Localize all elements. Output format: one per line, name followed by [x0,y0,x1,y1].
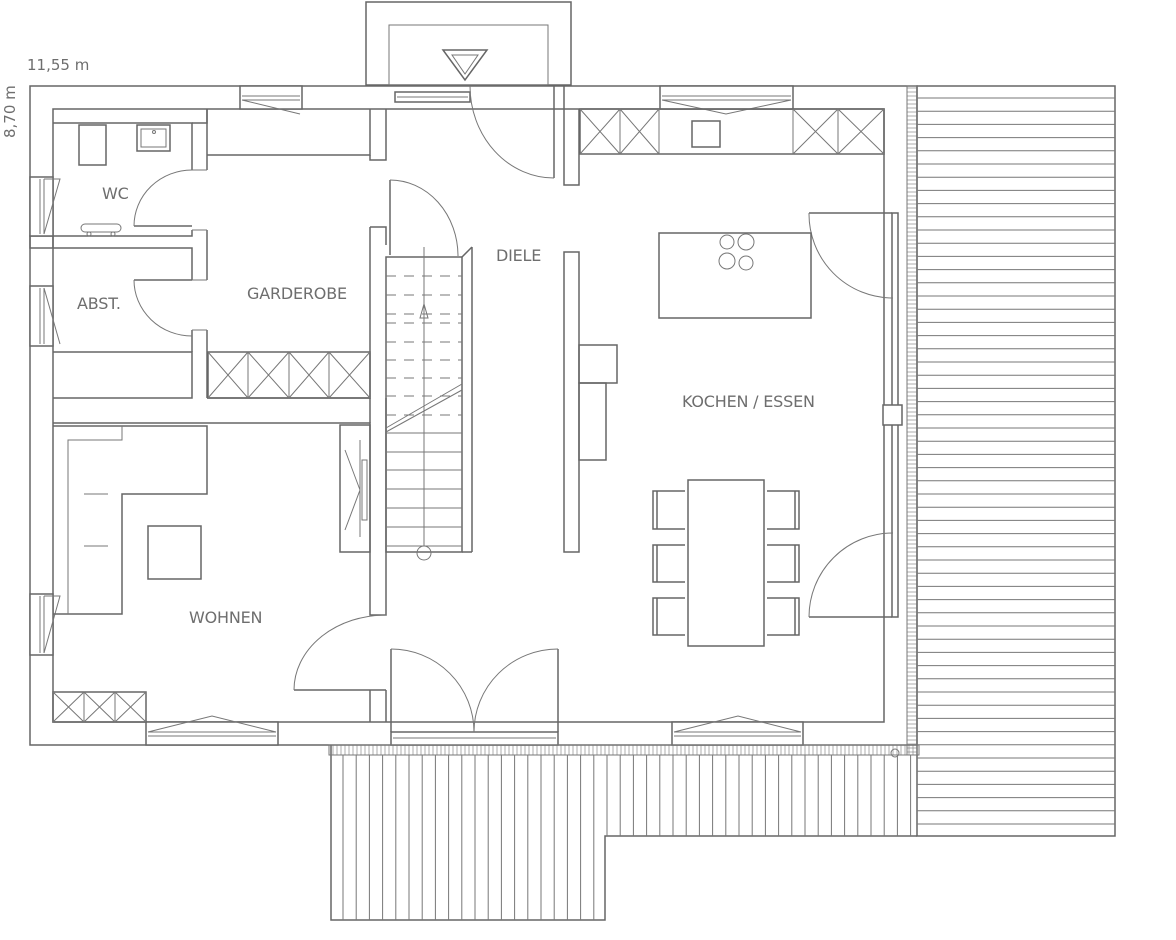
width-dimension-label: 11,55 m [27,56,89,74]
wardrobe-garderobe [207,351,371,399]
wardrobe-wohnen [52,691,147,723]
room-label-living: WOHNEN [189,608,262,627]
dining-table [652,479,800,647]
kitchen-island [658,232,812,319]
kitchen-counter [579,108,885,155]
room-label-storage: ABST. [77,294,121,313]
staircase [385,246,473,561]
coffee-table [147,525,202,580]
room-label-wc: WC [102,184,129,203]
sofa [53,425,208,615]
room-label-hall: DIELE [496,246,541,265]
room-label-cloakroom: GARDEROBE [247,284,347,303]
tv-cabinet [339,424,371,553]
corner-marker [890,748,900,758]
terrace-right [906,85,1116,837]
depth-dimension-label: 8,70 m [1,85,19,138]
entrance-porch [365,1,572,86]
windows [29,85,899,746]
wc-fixtures [78,124,171,237]
room-label-kitchen-dining: KOCHEN / ESSEN [682,392,815,411]
terrace-bottom [328,744,920,921]
outer-walls [29,85,918,746]
interior-walls [29,86,618,722]
doors [133,85,903,733]
